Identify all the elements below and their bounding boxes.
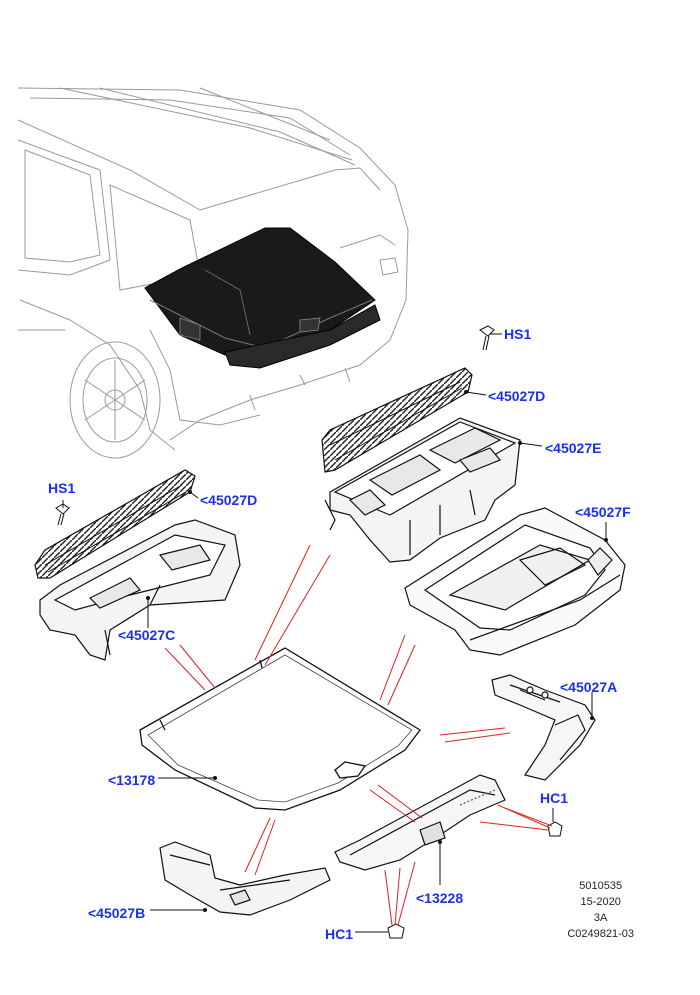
callout-45027d-left: <45027D: [200, 492, 258, 508]
trim-panel-upper-right: [321, 367, 473, 473]
clip-hc1-bottom: [387, 923, 405, 939]
callout-hs1-left: HS1: [48, 480, 76, 496]
callout-hc1-right: HC1: [540, 790, 569, 806]
reference-date: 15-2020: [580, 896, 621, 908]
load-sill-panel: [334, 774, 506, 871]
callout-45027c: <45027C: [118, 627, 176, 643]
callout-45027e: <45027E: [545, 440, 602, 456]
storage-tray-foam: [324, 417, 521, 563]
callout-45027d-right: <45027D: [488, 388, 546, 404]
reference-number: 5010535: [579, 880, 623, 892]
reference-code: C0249821-03: [567, 928, 634, 940]
callout-hc1-bottom: HC1: [325, 926, 354, 942]
clip-hs1-left: [55, 503, 70, 526]
vehicle-outline: [17, 87, 409, 459]
callout-45027f: <45027F: [575, 504, 631, 520]
side-panel-rear-left: [159, 841, 331, 916]
side-tray-left: [39, 519, 241, 661]
callout-45027a: <45027A: [560, 679, 618, 695]
callout-leader-lines: [62, 333, 607, 933]
vehicle-cargo-area: [144, 227, 381, 369]
lower-load-tray: [404, 507, 626, 656]
load-floor-mat: [139, 647, 421, 811]
assembly-leader-lines: [164, 544, 553, 926]
reference-revision: 3A: [593, 912, 608, 924]
callout-45027b: <45027B: [88, 905, 146, 921]
callout-13178: <13178: [108, 772, 156, 788]
callout-13228: <13228: [416, 890, 464, 906]
diagram-reference: 5010535 15-2020 3A C0249821-03: [567, 878, 634, 942]
trim-panel-upper-left: [34, 469, 196, 579]
clip-hc1-right: [547, 821, 563, 837]
side-panel-right: [491, 674, 596, 781]
clip-hs1-right: [479, 325, 495, 351]
callout-dots: [146, 390, 608, 912]
callout-hs1-right: HS1: [504, 326, 532, 342]
